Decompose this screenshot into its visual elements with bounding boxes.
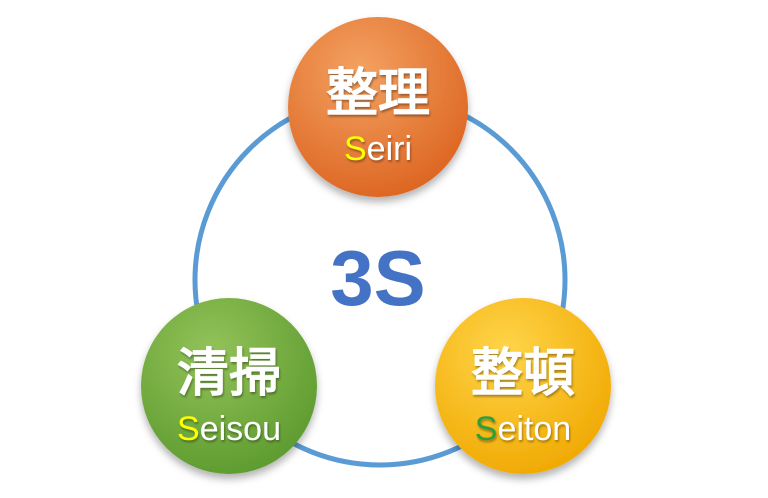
node-seiton: 整頓 Seiton — [435, 298, 611, 474]
node-seiton-romaji: Seiton — [475, 410, 571, 448]
center-label: 3S — [330, 234, 425, 322]
node-seiton-kanji: 整頓 — [471, 344, 575, 404]
node-seiton-circle — [435, 298, 611, 474]
node-seiso: 清掃 Seisou — [141, 298, 317, 474]
node-seiri-initial: S — [344, 130, 367, 168]
node-seiri: 整理 Seiri — [288, 17, 468, 197]
node-seiso-circle — [141, 298, 317, 474]
node-seiri-romaji: Seiri — [344, 130, 412, 168]
node-seiso-romaji: Seisou — [177, 410, 281, 448]
node-seiton-rest: eiton — [497, 410, 571, 448]
node-seiri-kanji: 整理 — [326, 64, 430, 124]
node-seiri-circle — [288, 17, 468, 197]
node-seiso-initial: S — [177, 410, 200, 448]
node-seiso-rest: eisou — [200, 410, 281, 448]
node-seiri-rest: eiri — [367, 130, 412, 168]
node-seiso-kanji: 清掃 — [177, 344, 281, 404]
node-seiton-initial: S — [475, 410, 498, 448]
